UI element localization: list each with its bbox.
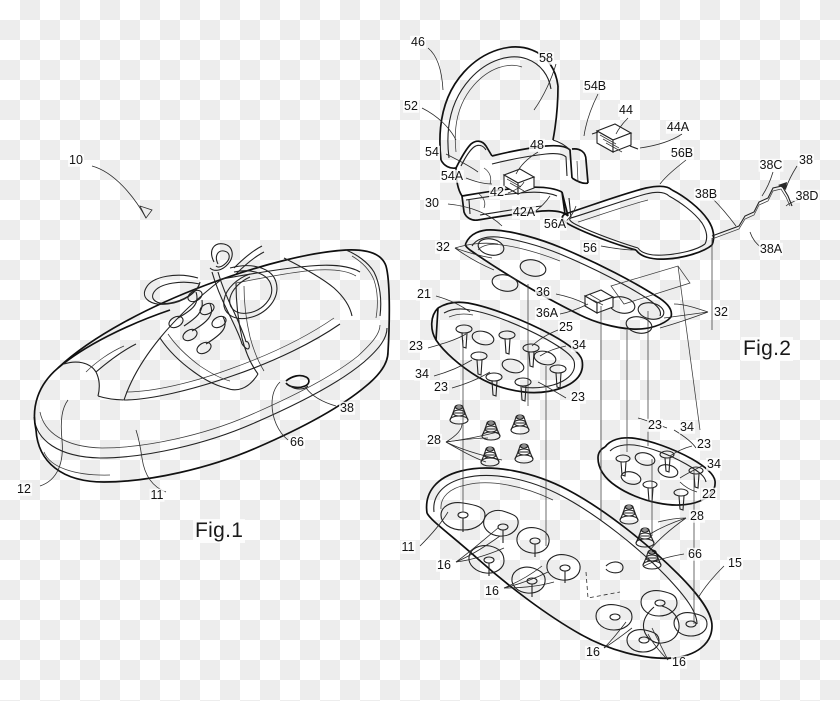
ref-callout-36: 36: [535, 284, 551, 299]
ref-callout-16-c: 16: [585, 644, 601, 659]
ref-callout-21: 21: [416, 286, 432, 301]
ref-callout-58: 58: [538, 50, 554, 65]
ref-callout-11-fig2: 11: [400, 539, 416, 554]
ref-callout-28-a: 28: [426, 432, 442, 447]
ref-callout-16-a: 16: [436, 557, 452, 572]
ref-callout-56a: 56A: [542, 216, 568, 231]
ref-callout-38-fig2: 38: [798, 152, 814, 167]
coupling-block-left: [502, 168, 536, 195]
cleat-spikes: [449, 404, 662, 570]
ref-callout-36a: 36A: [534, 305, 560, 320]
ref-callout-56: 56: [582, 240, 598, 255]
ref-callout-34-a: 34: [571, 337, 587, 352]
ref-callout-38: 38: [339, 400, 355, 415]
ref-callout-44: 44: [618, 102, 634, 117]
ref-callout-48: 48: [529, 137, 545, 152]
center-catch: [583, 289, 615, 314]
heel-studs: [615, 450, 704, 511]
ref-callout-54b: 54B: [582, 78, 608, 93]
ref-callout-32-rear: 32: [713, 304, 729, 319]
ref-callout-66: 66: [289, 434, 305, 449]
ref-callout-38a: 38A: [758, 241, 784, 256]
ref-callout-66-fig2: 66: [687, 546, 703, 561]
ref-callout-38d: 38D: [794, 188, 820, 203]
ref-callout-34-b: 34: [414, 366, 430, 381]
fig1-caption: Fig.1: [193, 519, 246, 543]
ref-callout-23-e: 23: [696, 436, 712, 451]
ref-callout-54: 54: [424, 144, 440, 159]
ref-callout-32-front: 32: [435, 239, 451, 254]
ref-callout-42: 42: [489, 184, 505, 199]
ref-callout-38b: 38B: [693, 186, 719, 201]
ref-callout-30: 30: [424, 195, 440, 210]
ref-callout-11: 11: [149, 487, 165, 502]
fig2-exploded-drawing: [425, 46, 793, 660]
ref-callout-15: 15: [727, 555, 743, 570]
ref-callout-16-d: 16: [671, 654, 687, 669]
ref-callout-34-d: 34: [706, 456, 722, 471]
ref-callout-46: 46: [410, 34, 426, 49]
ref-callout-54a: 54A: [439, 168, 465, 183]
ref-callout-12: 12: [16, 481, 32, 496]
ref-callout-42a: 42A: [511, 204, 537, 219]
ref-callout-23-c: 23: [570, 389, 586, 404]
ref-callout-34-c: 34: [679, 419, 695, 434]
ref-callout-25: 25: [558, 319, 574, 334]
ref-callout-28-b: 28: [689, 508, 705, 523]
ref-callout-52: 52: [403, 98, 419, 113]
forefoot-studs: [455, 324, 567, 402]
coupling-block-right: [591, 123, 639, 153]
ref-callout-44a: 44A: [665, 119, 691, 134]
fig2-caption: Fig.2: [741, 337, 794, 361]
fig1-shoe-drawing: [33, 243, 391, 483]
assembly-guides: [462, 238, 713, 624]
ref-callout-38c: 38C: [758, 157, 784, 172]
ref-callout-56b: 56B: [669, 145, 695, 160]
fig1-leader-lines: [39, 165, 337, 493]
ref-callout-22: 22: [701, 486, 717, 501]
ref-callout-16-b: 16: [484, 583, 500, 598]
ref-callout-10: 10: [68, 152, 84, 167]
ref-callout-23-b: 23: [433, 379, 449, 394]
ref-callout-23-a: 23: [408, 338, 424, 353]
ref-callout-23-d: 23: [647, 417, 663, 432]
